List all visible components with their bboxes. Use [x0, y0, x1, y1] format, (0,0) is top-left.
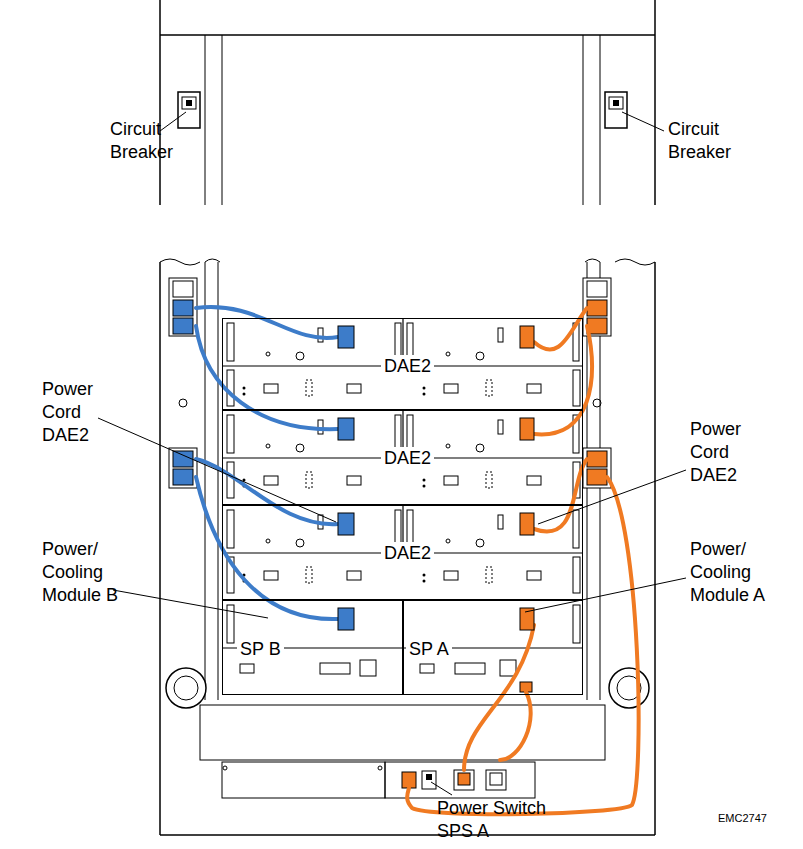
- unit-name: DAE2: [381, 447, 434, 469]
- figure-id: EMC2747: [718, 812, 767, 825]
- part-label: Power/ Cooling Module B: [42, 538, 137, 607]
- part-label: Power/ Cooling Module A: [690, 538, 785, 607]
- part-label: Power Cord DAE2: [690, 418, 780, 487]
- disk-enclosure: DAE2: [222, 410, 583, 505]
- unit-name: SP A: [406, 638, 452, 660]
- disk-enclosure: DAE2: [222, 318, 583, 410]
- part-label: Power Switch SPS A: [437, 797, 555, 843]
- unit-name: DAE2: [381, 355, 434, 377]
- unit-name: DAE2: [381, 542, 434, 564]
- unit-name: SP B: [237, 638, 284, 660]
- disk-enclosure: DAE2: [222, 505, 583, 600]
- storage-processor: SP B: [222, 600, 403, 695]
- part-label: Power Cord DAE2: [42, 378, 132, 447]
- storage-processor: SP A: [403, 600, 583, 695]
- part-label: Circuit Breaker: [110, 118, 200, 164]
- part-label: Circuit Breaker: [668, 118, 758, 164]
